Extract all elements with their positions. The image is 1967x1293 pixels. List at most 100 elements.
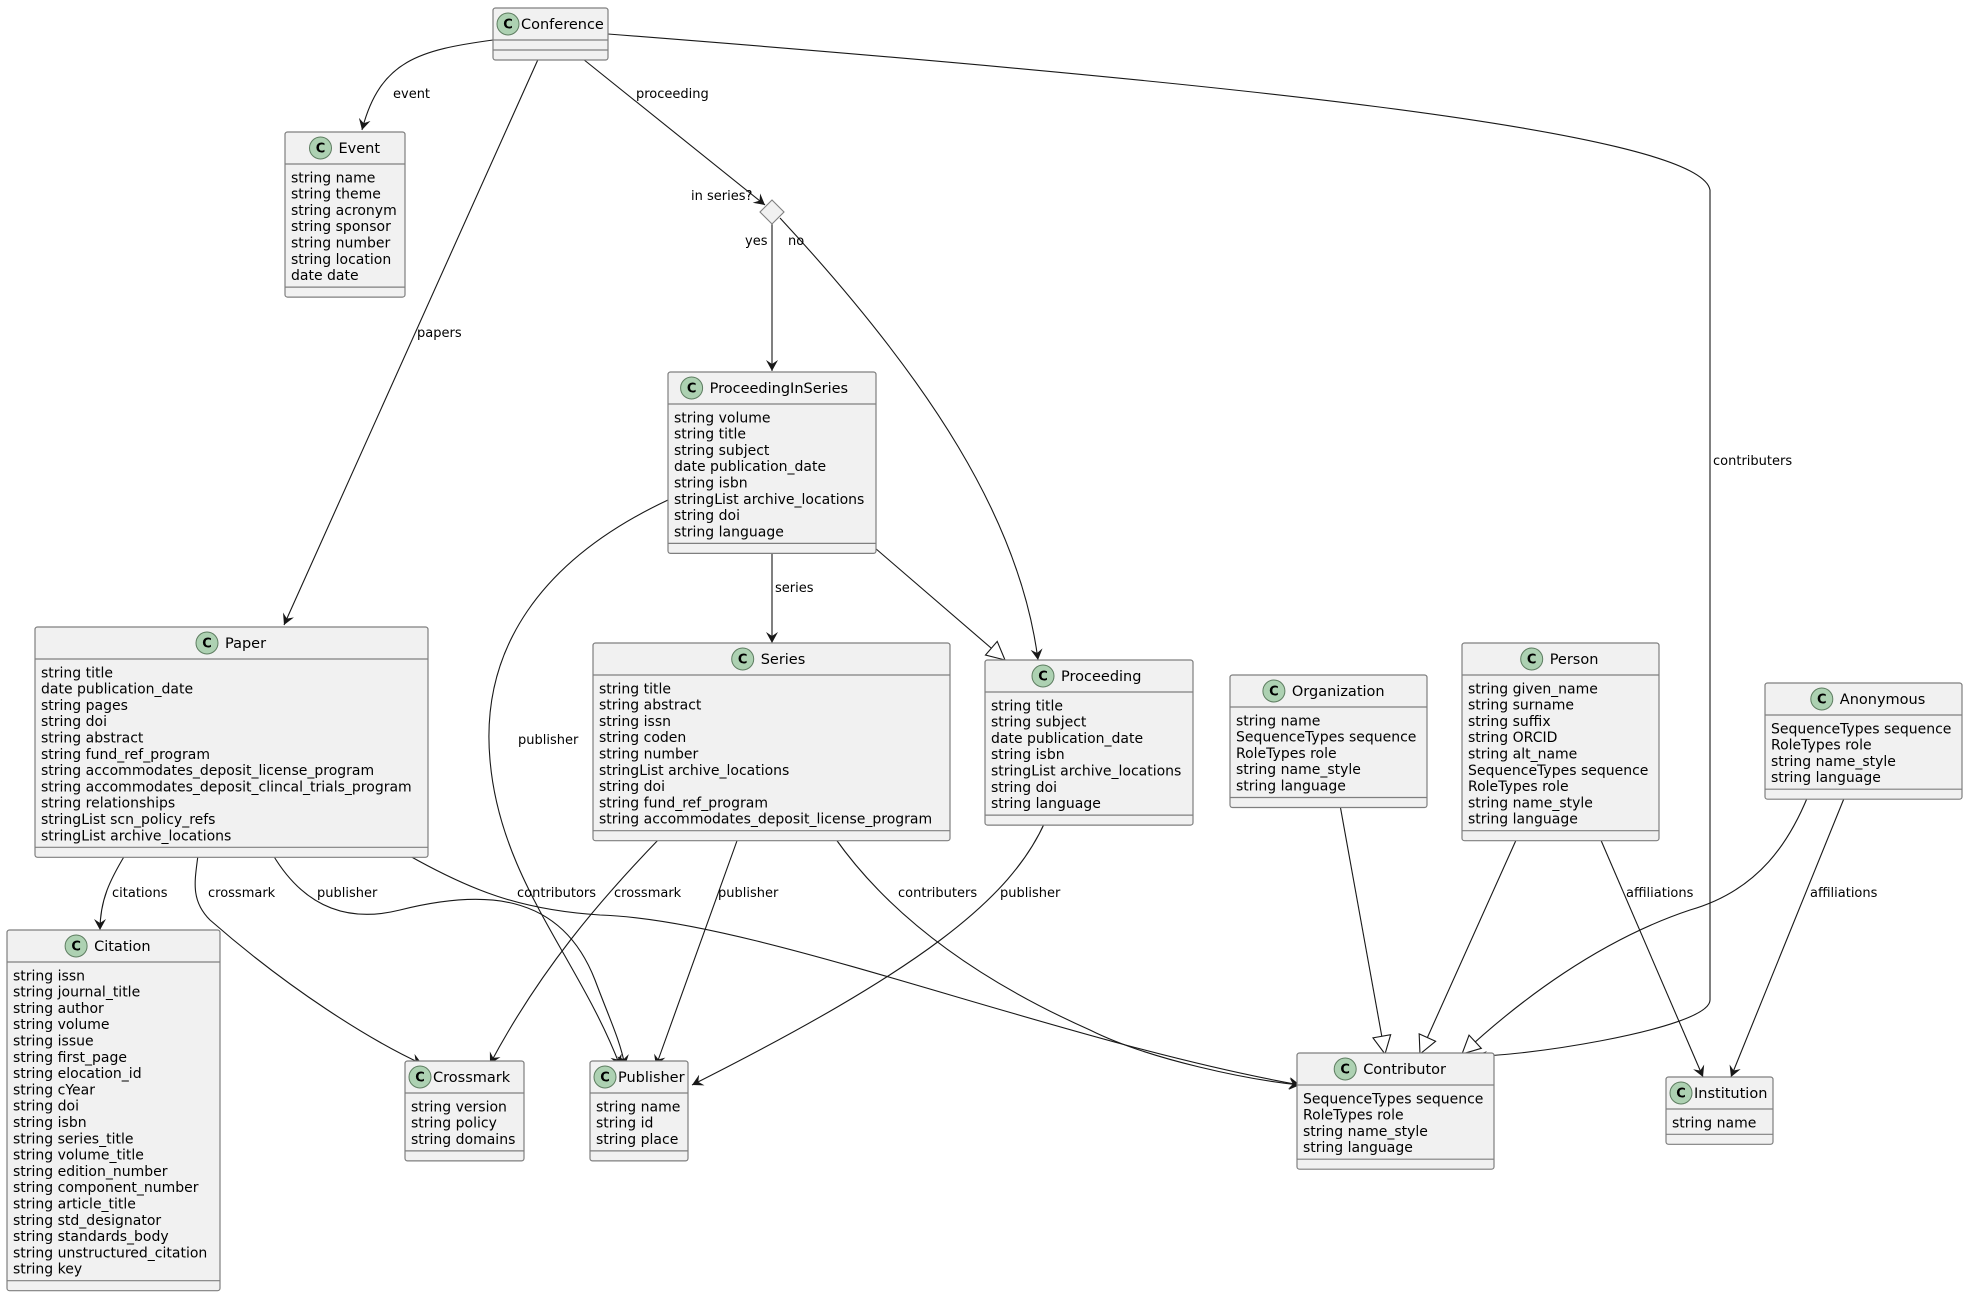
edge-label-citations: citations xyxy=(112,886,168,901)
class-field: string isbn xyxy=(991,747,1065,763)
svg-text:C: C xyxy=(600,1071,610,1086)
class-field: string standards_body xyxy=(13,1229,169,1245)
class-field: string volume_title xyxy=(13,1148,144,1164)
class-box xyxy=(1665,1076,1774,1145)
edge-conf-event xyxy=(358,39,494,131)
class-field: string language xyxy=(1303,1140,1413,1156)
class-field: string doi xyxy=(674,508,740,524)
edge-paper-contributor xyxy=(407,854,1301,1089)
class-field: string component_number xyxy=(13,1180,199,1196)
class-field: string title xyxy=(41,665,113,681)
class-field: string issn xyxy=(13,968,85,984)
class-name: Institution xyxy=(1694,1086,1767,1102)
class-field: string series_title xyxy=(13,1131,133,1147)
svg-text:C: C xyxy=(738,653,748,668)
class-field: string theme xyxy=(291,187,381,203)
svg-text:C: C xyxy=(202,637,212,652)
class-box xyxy=(492,7,609,61)
class-field: RoleTypes role xyxy=(1303,1108,1404,1124)
svg-text:C: C xyxy=(503,18,513,33)
edge-label-affiliations-anon: affiliations xyxy=(1810,886,1878,901)
class-field: string domains xyxy=(411,1132,515,1148)
class-badge-icon: C xyxy=(593,1065,617,1089)
class-box xyxy=(284,131,406,298)
class-field: string sponsor xyxy=(291,219,391,235)
svg-text:C: C xyxy=(1269,685,1279,700)
svg-text:C: C xyxy=(1038,670,1048,685)
edge-org-contributor xyxy=(1339,804,1385,1054)
edge-pis-proceeding xyxy=(874,547,1005,660)
edge-pis-publisher xyxy=(488,499,669,1067)
class-field: stringList archive_locations xyxy=(599,763,789,779)
class-badge-icon: C xyxy=(309,136,332,160)
svg-text:C: C xyxy=(71,940,81,955)
class-name: Citation xyxy=(94,939,151,955)
class-badge-icon: C xyxy=(1810,687,1834,711)
class-field: string accommodates_deposit_clincal_tria… xyxy=(41,779,412,795)
class-field: date date xyxy=(291,268,359,284)
class-field: string journal_title xyxy=(13,985,140,1001)
edge-proceeding-publisher xyxy=(691,821,1046,1086)
class-box xyxy=(1296,1052,1495,1170)
decision-node[interactable]: in series? xyxy=(691,189,785,225)
class-field: string ORCID xyxy=(1468,730,1557,746)
edge-conf-paper xyxy=(283,54,541,626)
class-field: string language xyxy=(674,524,784,540)
class-field: string title xyxy=(991,698,1063,714)
edge-series-contributor xyxy=(834,837,1301,1090)
class-field: string version xyxy=(411,1099,507,1115)
class-badge-icon: C xyxy=(1520,647,1544,671)
class-badge-icon: C xyxy=(1262,679,1286,703)
edge-paper-citation xyxy=(94,854,126,931)
class-box xyxy=(592,642,951,842)
class-name: Organization xyxy=(1292,684,1385,700)
class-field: string place xyxy=(596,1132,678,1148)
svg-text:C: C xyxy=(1527,653,1537,668)
edge-label-proceeding: proceeding xyxy=(636,87,709,102)
class-name: Proceeding xyxy=(1061,669,1141,685)
edge-label-crossmark-series: crossmark xyxy=(614,886,682,901)
edge-anon-contributor xyxy=(1462,795,1809,1054)
class-name: Series xyxy=(761,652,806,668)
class-field: string language xyxy=(991,796,1101,812)
edge-anon-institution xyxy=(1729,795,1846,1078)
class-field: stringList archive_locations xyxy=(41,828,231,844)
class-field: string fund_ref_program xyxy=(41,747,210,763)
edge-paper-publisher xyxy=(272,854,629,1067)
class-box xyxy=(589,1060,689,1162)
edge-label-event: event xyxy=(393,87,430,102)
class-field: string name_style xyxy=(1771,754,1896,770)
class-field: string isbn xyxy=(13,1115,87,1131)
class-field: date publication_date xyxy=(41,682,193,698)
class-field: string volume xyxy=(674,410,771,426)
class-field: string elocation_id xyxy=(13,1066,142,1082)
edge-label-papers: papers xyxy=(417,326,462,341)
svg-text:C: C xyxy=(415,1071,425,1086)
class-field: date publication_date xyxy=(674,459,826,475)
class-field: string author xyxy=(13,1001,104,1017)
class-field: string id xyxy=(596,1116,653,1132)
class-field: string number xyxy=(291,236,391,252)
class-field: string alt_name xyxy=(1468,747,1577,763)
class-box xyxy=(984,659,1194,826)
class-field: RoleTypes role xyxy=(1468,779,1569,795)
class-field: string edition_number xyxy=(13,1164,168,1180)
edge-label-contributors-paper: contributors xyxy=(517,886,596,901)
class-field: string fund_ref_program xyxy=(599,795,768,811)
class-field: SequenceTypes sequence xyxy=(1468,763,1648,779)
class-field: stringList archive_locations xyxy=(991,764,1181,780)
